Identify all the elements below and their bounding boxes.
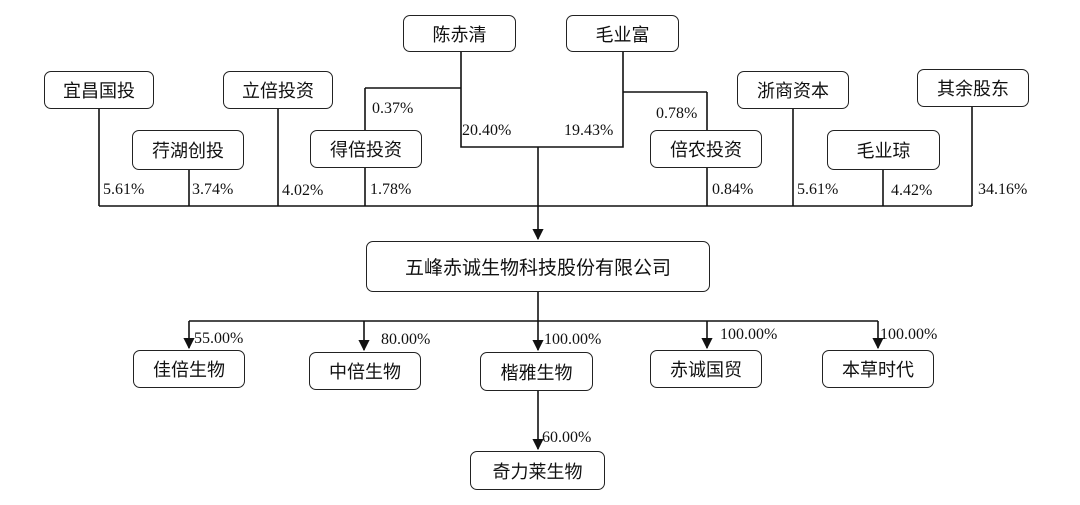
subsidiary-bencao: 本草时代 — [822, 350, 934, 388]
subsidiary-kaiya: 楷雅生物 — [480, 352, 593, 391]
shareholder-debei: 得倍投资 — [310, 130, 422, 168]
shareholder-maoyeqiong: 毛业琼 — [827, 130, 940, 170]
pct-xinghu: 3.74% — [192, 181, 234, 198]
shareholder-xinghu: 荇湖创投 — [132, 130, 244, 170]
shareholder-yichang: 宜昌国投 — [44, 71, 154, 109]
shareholder-libei: 立倍投资 — [223, 71, 333, 109]
pct-maoyefu: 19.43% — [564, 122, 614, 139]
pct-bencao: 100.00% — [880, 326, 938, 343]
pct-kaiya: 100.00% — [544, 331, 602, 348]
pct-zheshang: 5.61% — [797, 181, 839, 198]
line-chen-mao — [460, 52, 624, 148]
shareholder-beinong: 倍农投资 — [650, 130, 762, 168]
pct-beinong: 0.84% — [712, 181, 754, 198]
pct-debei: 1.78% — [370, 181, 412, 198]
pct-libei: 4.02% — [282, 182, 324, 199]
subsidiary-zhongbei: 中倍生物 — [309, 352, 421, 390]
subsidiary-chicheng: 赤诚国贸 — [650, 350, 762, 388]
pct-others: 34.16% — [978, 181, 1028, 198]
pct-chicheng: 100.00% — [720, 326, 778, 343]
pct-qililai: 60.00% — [542, 429, 592, 446]
grandchild-qililai: 奇力莱生物 — [470, 451, 605, 490]
shareholder-maoyefu: 毛业富 — [566, 15, 679, 52]
company-box: 五峰赤诚生物科技股份有限公司 — [366, 241, 710, 292]
pct-maoyeqiong: 4.42% — [891, 182, 933, 199]
pct-jiabei: 55.00% — [194, 330, 244, 347]
pct-chen-to-debei: 0.37% — [372, 100, 414, 117]
shareholder-chenchiqing: 陈赤清 — [403, 15, 516, 52]
pct-chenchiqing: 20.40% — [462, 122, 512, 139]
pct-yichang: 5.61% — [103, 181, 145, 198]
shareholder-others: 其余股东 — [917, 69, 1029, 107]
shareholder-zheshang: 浙商资本 — [737, 71, 849, 109]
subsidiary-jiabei: 佳倍生物 — [133, 350, 245, 388]
pct-zhongbei: 80.00% — [381, 331, 431, 348]
pct-mao-to-beinong: 0.78% — [656, 105, 698, 122]
